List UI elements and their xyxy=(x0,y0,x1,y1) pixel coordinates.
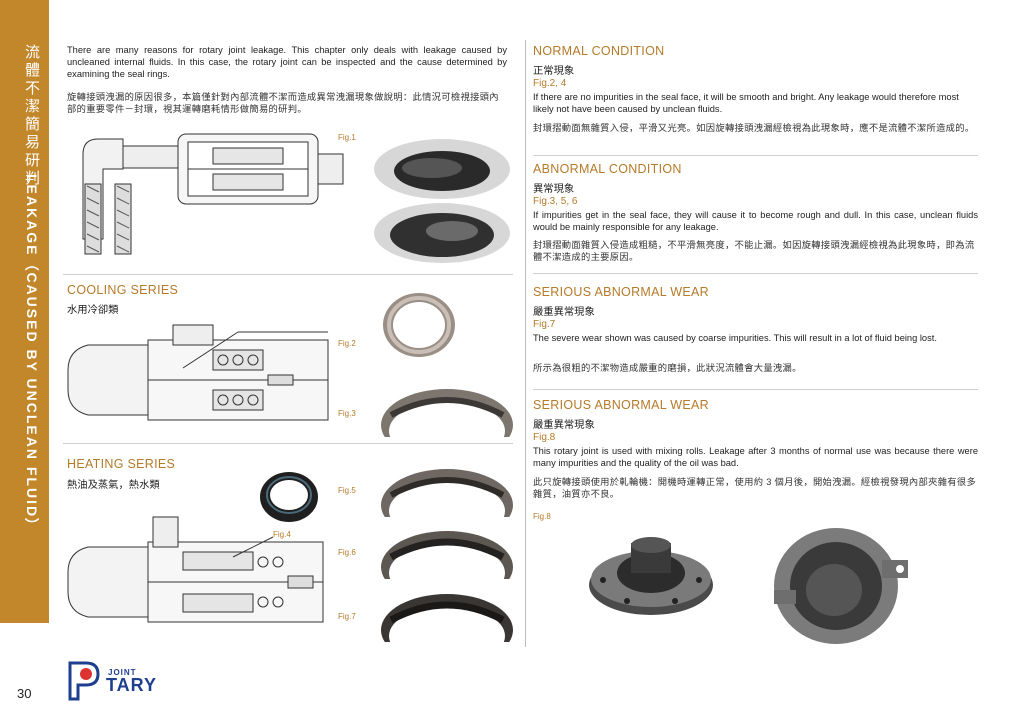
fig4-seal-ring-photo xyxy=(260,472,318,522)
logo-joint-text: JOINT xyxy=(108,668,137,677)
abnormal-condition-title: ABNORMAL CONDITION xyxy=(533,162,682,176)
fig6-label: Fig.6 xyxy=(338,548,356,557)
divider xyxy=(63,443,513,444)
serious-wear-figs: Fig.7 xyxy=(533,319,556,330)
normal-condition-title: NORMAL CONDITION xyxy=(533,44,665,58)
serious-wear-2-title: SERIOUS ABNORMAL WEAR xyxy=(533,398,710,412)
serious-wear-2-en: This rotary joint is used with mixing ro… xyxy=(533,446,978,469)
divider xyxy=(533,273,978,274)
heating-series-zh: 熱油及蒸氣，熱水類 xyxy=(67,480,160,491)
fig1-impurities-photo xyxy=(374,139,510,263)
serious-wear-2-figs: Fig.8 xyxy=(533,432,556,443)
divider xyxy=(533,155,978,156)
fig2-seal-ring-photo xyxy=(383,293,455,357)
normal-condition-zh: 封環摺動面無雜質入侵，平滑又光亮。如因旋轉接頭洩漏經檢視為此現象時，應不是流體不… xyxy=(533,123,975,133)
serious-wear-zh-title: 嚴重異常現象 xyxy=(533,307,595,318)
serious-wear-2-zh: 此只旋轉接頭使用於軋輪機：開機時運轉正常，使用約 3 個月後，開始洩漏。經檢視發… xyxy=(533,477,977,500)
fig3-label: Fig.3 xyxy=(338,409,356,418)
normal-condition-zh-title: 正常現象 xyxy=(533,66,575,77)
intro-zh: 旋轉接頭洩漏的原因很多，本篇僅針對內部流體不潔而造成異常洩漏現象做說明：此情況可… xyxy=(67,92,499,115)
fig1-label: Fig.1 xyxy=(338,133,356,142)
abnormal-condition-figs: Fig.3, 5, 6 xyxy=(533,196,578,207)
fig4-label: Fig.4 xyxy=(273,530,291,539)
fig8-label: Fig.8 xyxy=(533,512,551,521)
intro-en: There are many reasons for rotary joint … xyxy=(67,45,507,80)
page-number: 30 xyxy=(17,686,32,701)
fig5-seal-face-photo xyxy=(381,469,513,517)
sidebar-band: 流體不潔簡易研判 LEAKAGE（CAUSED BY UNCLEAN FLUID… xyxy=(0,0,49,623)
serious-wear-2-zh-title: 嚴重異常現象 xyxy=(533,420,595,431)
fig2-label: Fig.2 xyxy=(338,339,356,348)
fig1-joint-drawing xyxy=(82,133,344,255)
fig8-joint-flange-photo xyxy=(589,537,713,615)
column-divider xyxy=(525,40,526,647)
divider xyxy=(533,389,978,390)
heating-joint-drawing xyxy=(67,516,324,623)
fig7-label: Fig.7 xyxy=(338,612,356,621)
cooling-series-zh: 水用冷卻類 xyxy=(67,305,119,316)
fig5-label: Fig.5 xyxy=(338,486,356,495)
abnormal-condition-zh: 封環摺動面雜質入侵造成粗糙，不平滑無亮度，不能止漏。如因旋轉接頭洩漏經檢視為此現… xyxy=(533,240,975,263)
sidebar-title-zh: 流體不潔簡易研判 xyxy=(23,44,40,188)
serious-wear-en: The severe wear shown was caused by coar… xyxy=(533,333,937,343)
heating-series-title: HEATING SERIES xyxy=(67,457,176,471)
rotary-logo-icon xyxy=(68,661,100,701)
cooling-series-title: COOLING SERIES xyxy=(67,283,179,297)
serious-wear-title: SERIOUS ABNORMAL WEAR xyxy=(533,285,710,299)
abnormal-condition-en: If impurities get in the seal face, they… xyxy=(533,210,978,233)
normal-condition-en: If there are no impurities in the seal f… xyxy=(533,92,959,115)
abnormal-condition-zh-title: 異常現象 xyxy=(533,184,575,195)
fig3-seal-face-photo xyxy=(381,389,513,437)
sidebar-title-en: LEAKAGE（CAUSED BY UNCLEAN FLUID） xyxy=(24,174,40,535)
fig8-joint-housing-photo xyxy=(774,528,908,644)
serious-wear-zh: 所示為很粗的不潔物造成嚴重的磨損，此狀況流體會大量洩漏。 xyxy=(533,363,802,373)
fig7-seal-face-photo xyxy=(381,594,513,642)
normal-condition-figs: Fig.2, 4 xyxy=(533,78,567,89)
fig6-seal-face-photo xyxy=(381,531,513,579)
logo-tary-text: TARY xyxy=(106,675,157,695)
divider xyxy=(63,274,513,275)
cooling-joint-drawing xyxy=(67,324,329,421)
